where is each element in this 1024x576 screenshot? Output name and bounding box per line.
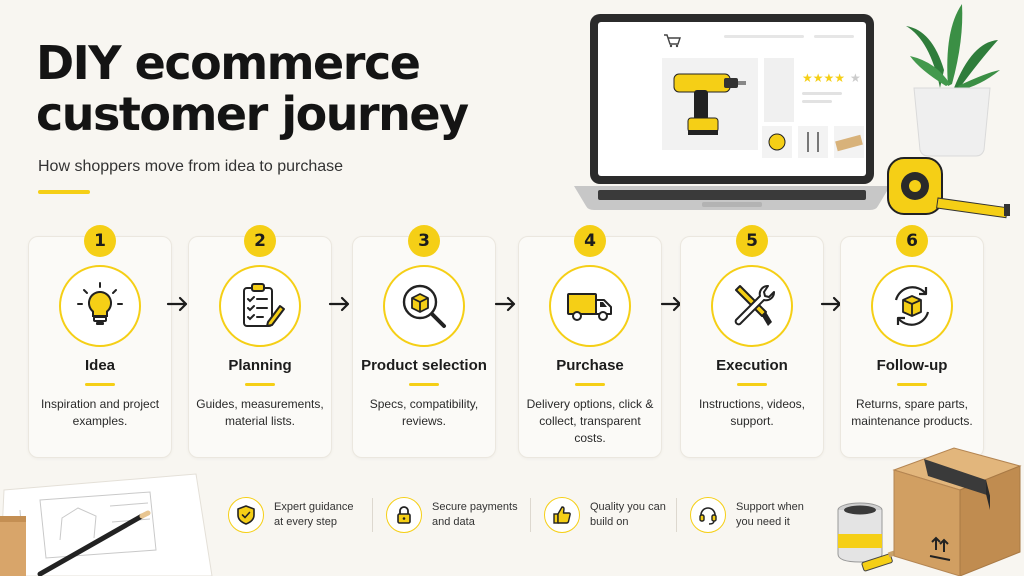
step-accent-bar — [85, 383, 115, 386]
step-icon-container — [383, 265, 465, 347]
step-description: Instructions, videos, support. — [698, 397, 806, 428]
blueprint-sketch-illustration — [0, 473, 213, 576]
step-number-badge: 5 — [736, 225, 768, 257]
step-title: Idea — [84, 357, 115, 374]
step-card-follow-up: 6 Follow-up Returns, spare parts, mainte… — [840, 225, 984, 458]
headset-icon — [699, 507, 717, 525]
feature-divider — [372, 498, 373, 532]
step-card-planning: 2 Planning Guides, measurements, materia… — [188, 225, 332, 458]
step-title: Purchase — [556, 357, 624, 374]
feature-highlights: Expert guidance at every step Secure pay… — [228, 494, 828, 536]
step-card-idea: 1 Idea Inspiration and project examples. — [28, 225, 172, 458]
title-line-2: customer journey — [36, 87, 469, 141]
step-description: Guides, measurements, material lists. — [196, 397, 324, 428]
feature-line-2: and data — [432, 516, 475, 528]
step-accent-bar — [897, 383, 927, 386]
wrench-screwdriver-icon — [734, 285, 775, 326]
feature-divider — [530, 498, 531, 532]
arrow-right-icon — [494, 296, 516, 312]
clipboard-checklist-icon — [243, 283, 285, 327]
step-number-badge: 6 — [896, 225, 928, 257]
this-way-up-icon — [929, 536, 951, 561]
page-title: DIY ecommerce customer journey — [36, 36, 469, 141]
feature-line-1: Support when — [736, 501, 804, 513]
step-card-execution: 5 Execution Instructions, videos, suppor… — [680, 225, 824, 458]
step-icon-container — [549, 265, 631, 347]
svg-text:★★★★: ★★★★ — [802, 71, 845, 85]
feature-line-1: Quality you can — [590, 501, 666, 513]
lightbulb-icon — [77, 282, 123, 325]
feature-divider — [676, 498, 677, 532]
step-number-badge: 1 — [84, 225, 116, 257]
step-icon-container — [871, 265, 953, 347]
box-cycle-icon — [894, 286, 930, 326]
step-icon-container — [219, 265, 301, 347]
feature-line-1: Expert guidance — [274, 501, 354, 513]
thumbs-up-icon — [553, 506, 571, 524]
shield-check-icon — [237, 505, 255, 525]
journey-steps: 1 Idea Inspiration and project examples.… — [28, 225, 994, 458]
paint-can-brush-illustration — [837, 502, 905, 572]
step-accent-bar — [245, 383, 275, 386]
laptop-illustration: ★★★★ ★ — [574, 14, 890, 210]
step-description: Inspiration and project examples. — [40, 397, 160, 428]
feature-secure-payments: Secure payments and data — [386, 494, 526, 536]
cardboard-box-illustration — [892, 447, 1022, 576]
lock-icon — [397, 506, 411, 524]
step-title: Planning — [228, 357, 292, 374]
feature-quality: Quality you can build on — [544, 494, 684, 536]
feature-support: Support when you need it — [690, 494, 830, 536]
feature-line-2: at every step — [274, 516, 337, 528]
feature-line-2: you need it — [736, 516, 790, 528]
step-description: Delivery options, click & collect, trans… — [526, 397, 654, 445]
step-accent-bar — [737, 383, 767, 386]
step-card-purchase: 4 Purchase Delivery options, click & col… — [518, 225, 662, 458]
title-line-1: DIY ecommerce — [36, 36, 421, 90]
feature-line-1: Secure payments — [432, 501, 518, 513]
feature-expert-guidance: Expert guidance at every step — [228, 494, 368, 536]
step-icon-container — [59, 265, 141, 347]
step-title: Execution — [716, 357, 788, 374]
plant-pot-illustration — [906, 4, 1000, 157]
magnifier-box-icon — [402, 284, 446, 328]
svg-text:★: ★ — [850, 71, 861, 85]
step-title: Product selection — [361, 357, 487, 374]
feature-line-2: build on — [590, 516, 629, 528]
step-icon-container — [711, 265, 793, 347]
step-accent-bar — [575, 383, 605, 386]
step-number-badge: 3 — [408, 225, 440, 257]
rating-stars: ★★★★ ★ — [802, 71, 861, 85]
drill-product-image — [673, 73, 746, 135]
step-number-badge: 4 — [574, 225, 606, 257]
step-card-product-selection: 3 Product selection Specs, compatibility… — [352, 225, 496, 458]
cart-icon — [664, 34, 681, 48]
step-description: Returns, spare parts, maintenance produc… — [851, 397, 973, 428]
arrow-right-icon — [328, 296, 350, 312]
arrow-right-icon — [166, 296, 188, 312]
title-accent-bar — [38, 190, 90, 194]
delivery-truck-icon — [567, 293, 612, 321]
page-subtitle: How shoppers move from idea to purchase — [38, 158, 344, 175]
step-description: Specs, compatibility, reviews. — [369, 397, 479, 428]
step-title: Follow-up — [876, 357, 948, 374]
tape-measure-illustration — [887, 157, 1010, 219]
step-number-badge: 2 — [244, 225, 276, 257]
step-accent-bar — [409, 383, 439, 386]
